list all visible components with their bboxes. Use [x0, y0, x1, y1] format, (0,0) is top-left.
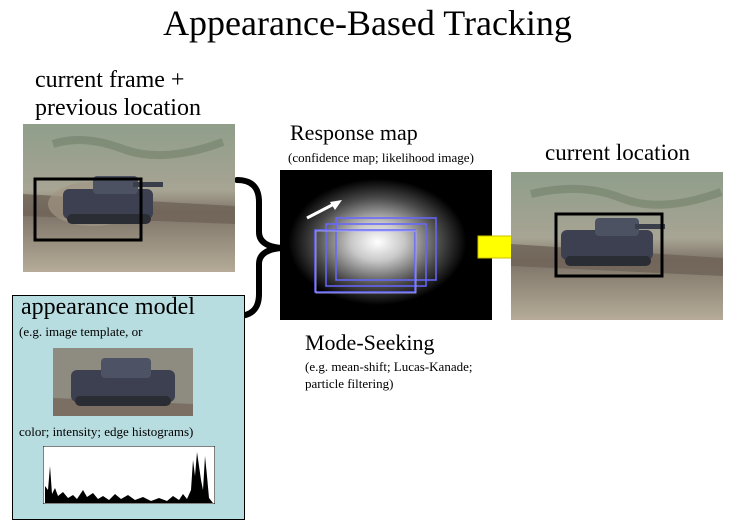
appearance-model-panel: appearance model (e.g. image template, o… [12, 294, 245, 520]
current-location-image [511, 172, 723, 320]
current-location-box [554, 212, 664, 278]
current-location-label: current location [545, 140, 690, 165]
previous-location-box [33, 177, 143, 242]
response-map-sublabel: (confidence map; likelihood image) [288, 150, 474, 165]
current-frame-label: current frame + previous location [35, 66, 201, 122]
mode-seeking-line2: particle filtering) [305, 376, 394, 391]
response-map-image [280, 170, 492, 320]
tank-shape [561, 218, 665, 266]
mode-seeking-label: Mode-Seeking [305, 330, 435, 355]
tank-shape [63, 176, 163, 224]
mode-seeking-sublabel: (e.g. mean-shift; Lucas-Kanade; particle… [305, 358, 545, 392]
current-frame-image [23, 124, 235, 272]
page-title: Appearance-Based Tracking [163, 3, 572, 43]
appearance-model-sub1: (e.g. image template, or [19, 324, 143, 339]
response-map-label: Response map [290, 120, 418, 145]
current-frame-label-line1: current frame + [35, 67, 185, 93]
appearance-model-sub2: color; intensity; edge histograms) [19, 424, 194, 439]
current-frame-label-line2: previous location [35, 95, 201, 121]
mode-seeking-line1: (e.g. mean-shift; Lucas-Kanade; [305, 359, 473, 374]
histogram [43, 446, 215, 504]
motion-arrow-icon [306, 200, 342, 220]
appearance-model-title: appearance model [21, 294, 195, 320]
candidate-boxes [314, 217, 437, 294]
image-template [53, 348, 193, 416]
